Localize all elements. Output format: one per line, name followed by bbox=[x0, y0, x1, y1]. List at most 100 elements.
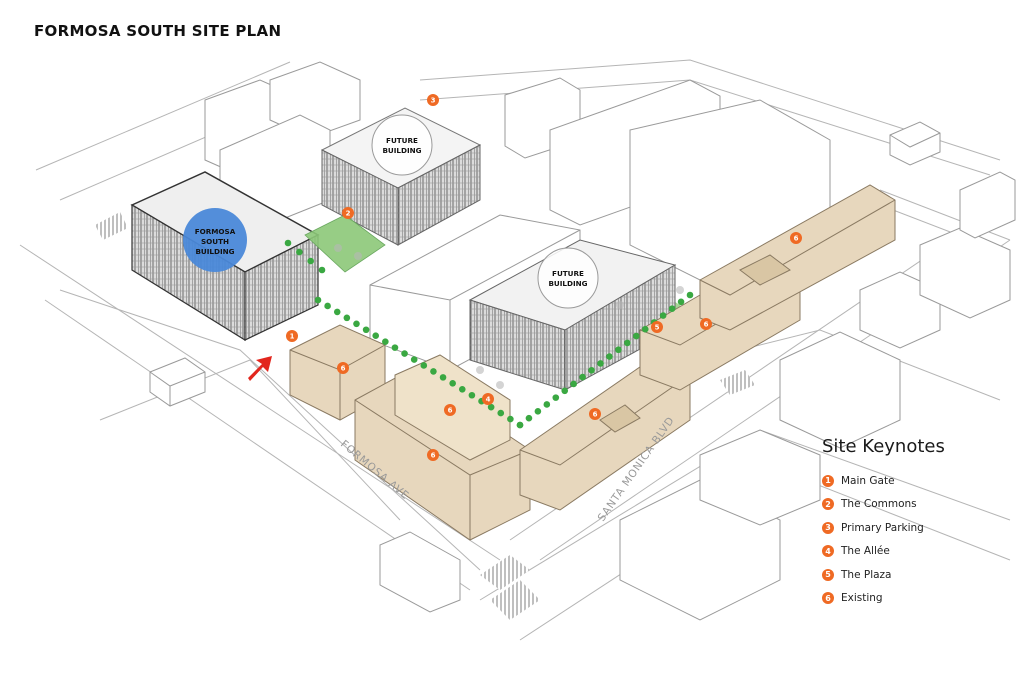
label-formosa-south-3: BUILDING bbox=[195, 247, 234, 256]
label-formosa-south-2: SOUTH bbox=[201, 237, 229, 246]
marker-6-c: 6 bbox=[427, 449, 439, 461]
keynote-badge: 4 bbox=[822, 545, 834, 558]
allee-dot bbox=[353, 320, 360, 328]
allee-dot bbox=[343, 314, 351, 322]
label-future-north-2: BUILDING bbox=[382, 146, 421, 155]
allee-dot bbox=[588, 366, 595, 374]
allee-dot bbox=[516, 421, 524, 429]
keynote-item: 4 The Allée bbox=[822, 540, 1012, 564]
marker-6-c-text: 6 bbox=[431, 452, 436, 460]
allee-dot bbox=[534, 408, 542, 415]
allee-dot bbox=[439, 374, 447, 381]
marker-6-e: 6 bbox=[700, 318, 712, 330]
site-keynotes-legend: Site Keynotes 1 Main Gate 2 The Commons … bbox=[822, 436, 1012, 610]
surrounding-buildings bbox=[149, 61, 1016, 621]
allee-dot bbox=[468, 391, 476, 399]
keynote-label: The Plaza bbox=[841, 568, 892, 581]
allee-dot bbox=[615, 346, 622, 354]
marker-6-a-text: 6 bbox=[341, 365, 346, 373]
allee-dot bbox=[324, 302, 331, 310]
marker-3: 3 bbox=[427, 94, 439, 106]
marker-3-text: 3 bbox=[431, 97, 436, 105]
allee-dot bbox=[333, 308, 341, 316]
marker-6-d-text: 6 bbox=[593, 411, 598, 419]
future-building-center bbox=[468, 239, 677, 391]
allee-dot bbox=[410, 356, 418, 363]
allee-dot bbox=[296, 248, 303, 256]
allee-dot bbox=[382, 338, 389, 345]
marker-6-a: 6 bbox=[337, 362, 349, 374]
allee-dot bbox=[525, 414, 533, 422]
keynote-label: The Allée bbox=[841, 545, 890, 558]
keynote-badge: 6 bbox=[822, 592, 834, 605]
allee-dot bbox=[497, 409, 505, 417]
keynote-item: 2 The Commons bbox=[822, 493, 1012, 517]
marker-1-text: 1 bbox=[290, 333, 295, 341]
marker-6-e-text: 6 bbox=[704, 321, 709, 329]
allee-dot bbox=[579, 373, 586, 381]
allee-dot bbox=[543, 401, 551, 408]
marker-6-b-text: 6 bbox=[448, 407, 453, 415]
main-gate-arrow bbox=[248, 356, 272, 381]
marker-6-f-text: 6 bbox=[794, 235, 799, 243]
marker-1: 1 bbox=[286, 330, 298, 342]
label-future-center-2: BUILDING bbox=[548, 279, 587, 288]
marker-2: 2 bbox=[342, 207, 354, 219]
label-formosa-south-1: FORMOSA bbox=[195, 227, 236, 236]
allee-dot bbox=[570, 380, 577, 388]
keynote-badge: 2 bbox=[822, 498, 834, 511]
allee-dot bbox=[458, 385, 466, 393]
marker-6-d: 6 bbox=[589, 408, 601, 420]
trees bbox=[334, 244, 684, 389]
page-title: FORMOSA SOUTH SITE PLAN bbox=[34, 22, 282, 40]
allee-dot bbox=[391, 344, 399, 351]
allee-dot bbox=[487, 403, 495, 411]
allee-dot bbox=[677, 298, 685, 306]
marker-5: 5 bbox=[651, 321, 663, 333]
marker-6-f: 6 bbox=[790, 232, 802, 244]
allee-dot bbox=[606, 353, 613, 360]
keynote-badge: 3 bbox=[822, 521, 834, 534]
allee-dot bbox=[307, 257, 314, 265]
keynote-item: 1 Main Gate bbox=[822, 469, 1012, 493]
keynote-label: Main Gate bbox=[841, 474, 895, 487]
allee-dot bbox=[633, 332, 640, 340]
keynote-markers: 1 2 3 4 5 6 6 6 6 6 6 6 bbox=[286, 94, 802, 461]
future-building-north bbox=[320, 107, 482, 246]
keynote-badge: 5 bbox=[822, 568, 834, 581]
allee-dot bbox=[686, 291, 694, 299]
allee-dot bbox=[641, 325, 649, 333]
allee-dot bbox=[420, 362, 428, 369]
allee-dot bbox=[561, 387, 569, 395]
allee-dot bbox=[372, 332, 380, 340]
allee-dot bbox=[449, 380, 456, 387]
allee-path bbox=[284, 239, 694, 429]
allee-dot bbox=[401, 350, 408, 357]
allee-dot bbox=[552, 394, 560, 401]
allee-dot bbox=[284, 239, 292, 247]
marker-4-text: 4 bbox=[486, 396, 491, 404]
crosswalks bbox=[95, 212, 755, 620]
allee-dot bbox=[318, 266, 326, 274]
allee-dot bbox=[314, 296, 322, 304]
allee-dot bbox=[430, 368, 437, 375]
marker-6-b: 6 bbox=[444, 404, 456, 416]
keynote-item: 5 The Plaza bbox=[822, 563, 1012, 587]
formosa-south-building bbox=[130, 171, 320, 342]
allee-dot bbox=[507, 415, 514, 423]
marker-5-text: 5 bbox=[655, 324, 660, 332]
keynote-item: 6 Existing bbox=[822, 587, 1012, 611]
keynote-label: The Commons bbox=[841, 498, 917, 511]
keynote-label: Existing bbox=[841, 592, 883, 605]
keynote-badge: 1 bbox=[822, 474, 834, 487]
label-future-north-1: FUTURE bbox=[386, 136, 418, 145]
allee-dot bbox=[597, 360, 604, 367]
allee-dot bbox=[624, 339, 631, 347]
keynote-item: 3 Primary Parking bbox=[822, 516, 1012, 540]
label-future-center-1: FUTURE bbox=[552, 269, 584, 278]
allee-dot bbox=[362, 326, 370, 334]
keynote-label: Primary Parking bbox=[841, 521, 924, 534]
keynotes-heading: Site Keynotes bbox=[822, 436, 945, 457]
